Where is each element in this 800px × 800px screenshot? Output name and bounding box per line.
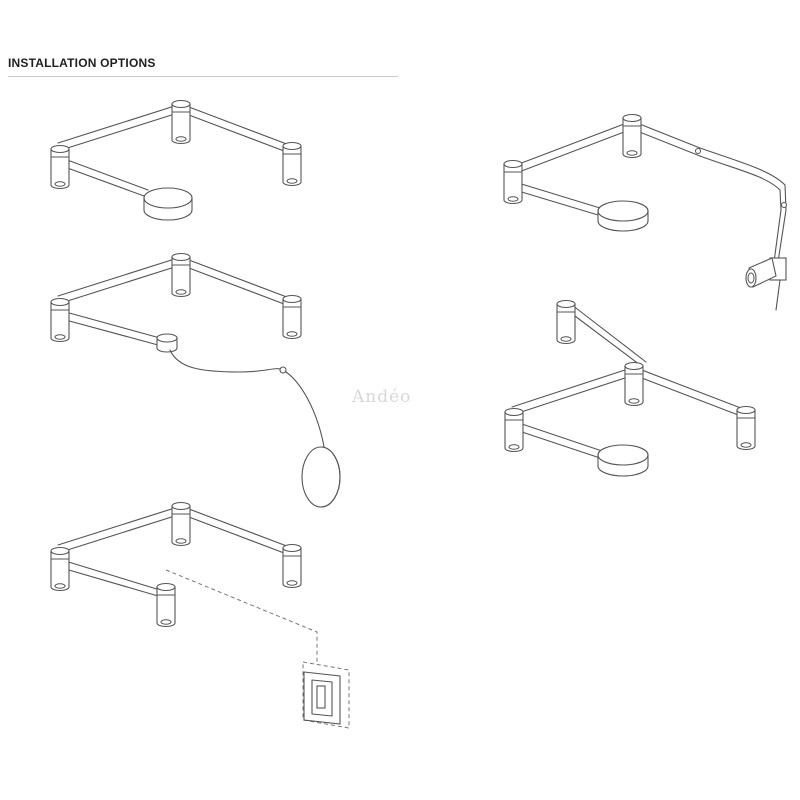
option-extended-arm-canopy [504,299,756,477]
spot-fixture [50,297,70,343]
section-header: INSTALLATION OPTIONS [8,56,398,77]
cord-switch [279,366,287,374]
spot-fixture [156,582,176,628]
brand-watermark: Andéo [352,387,412,407]
option-hanging-cord-spotlight [503,113,788,311]
ceiling-canopy [143,187,193,221]
spot-fixture [171,501,191,547]
hidden-wiring [165,569,318,662]
ceiling-canopy [597,200,649,232]
junction-box [302,661,350,729]
wall-canopy [301,446,341,508]
spot-fixture [503,159,523,205]
cord-connector [156,333,178,353]
spot-fixture [171,99,191,145]
spot-fixture [50,144,70,190]
spot-fixture [504,407,524,453]
header-divider [8,76,398,77]
option-plug-in-cord-canopy [50,252,341,508]
wall-spotlight [745,257,787,288]
spot-fixture [171,252,191,298]
spot-fixture [736,405,756,451]
spot-fixture [282,294,302,340]
ceiling-canopy [597,444,649,477]
spot-fixture [556,299,576,345]
power-cord [169,349,326,453]
spot-fixture [624,361,644,407]
spot-fixture [622,113,642,159]
spot-fixture [50,546,70,592]
spot-fixture [282,543,302,589]
option-ceiling-canopy [50,99,302,221]
option-wall-junction-box [50,501,350,729]
section-title: INSTALLATION OPTIONS [8,56,156,70]
spot-fixture [282,141,302,187]
